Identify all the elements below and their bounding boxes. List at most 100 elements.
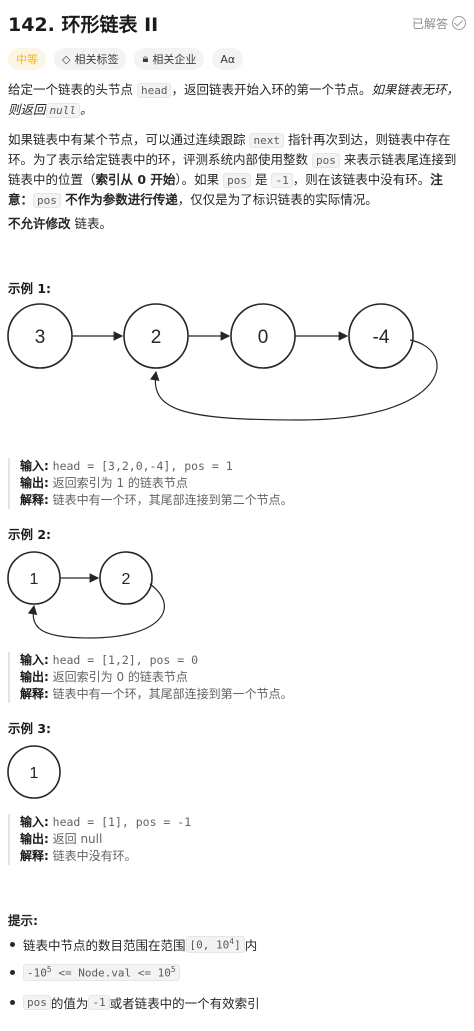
constraints-title: 提示: [8, 913, 38, 928]
explain-value: 链表中有一个环，其尾部连接到第二个节点。 [52, 493, 293, 507]
text: 是 [251, 172, 272, 187]
cycle-arrow [27, 583, 165, 639]
explain-label: 解释: [20, 493, 49, 507]
companies-label: 相关企业 [152, 53, 197, 66]
text: 来表示链表尾连接到链表中的位置（ [8, 152, 457, 187]
text: 内 [244, 938, 258, 953]
input-value: head = [1,2], pos = 0 [52, 653, 199, 667]
code-next: next [249, 133, 284, 148]
text: 。 [80, 102, 93, 117]
explain-label: 解释: [20, 687, 49, 701]
description-paragraph-2: 如果链表中有某个节点，可以通过连续跟踪 next 指针再次到达，则链表中存在环。… [8, 130, 466, 210]
code-head: head [136, 83, 172, 98]
node-value: 2 [151, 327, 162, 348]
text: 给定一个链表的头节点 [8, 82, 137, 97]
text: 或者链表中的一个有效索引 [109, 996, 260, 1011]
solved-status: 已解答 [412, 15, 466, 32]
text: ，则在该链表中没有环。 [292, 172, 431, 187]
explain-value: 链表中没有环。 [52, 849, 137, 863]
node-value: 1 [30, 765, 39, 782]
example-1-title: 示例 1: [8, 281, 52, 296]
superscript: 5 [170, 965, 176, 974]
node-value: -4 [373, 327, 390, 348]
text: 如果链表中有某个节点，可以通过连续跟踪 [8, 132, 250, 147]
example-1-io: 输入: head = [3,2,0,-4], pos = 1 输出: 返回索引为… [8, 458, 448, 509]
text-bold: 索引从 0 开始 [95, 172, 176, 187]
list-item: -105 <= Node.val <= 105 [8, 964, 180, 981]
explain-label: 解释: [20, 849, 49, 863]
title-row: 142. 环形链表 II 已解答 [8, 8, 466, 38]
output-value: 返回索引为 0 的链表节点 [52, 670, 188, 684]
cycle-arrow [149, 339, 438, 421]
bullet-icon [10, 969, 15, 975]
example-3-diagram: 1 [7, 745, 61, 799]
input-label: 输入: [20, 815, 49, 829]
list-node-circle [7, 745, 61, 799]
tag-row: 中等 ◇ 相关标签 🔒︎ 相关企业 Aα [8, 48, 244, 70]
code-null: null [45, 103, 81, 118]
text: 指针再次到达，则链表中存在环。为了表示给定链表中的环，评测系统内部使用整数 [8, 132, 451, 167]
topics-label: 相关标签 [74, 53, 119, 66]
text-italic: 如果链表无环，则返回 [8, 82, 460, 117]
input-label: 输入: [20, 459, 49, 473]
check-circle-icon [452, 16, 466, 30]
description-paragraph-3: 不允许修改 链表。 [8, 214, 466, 233]
font-toggle-button[interactable]: Aα [212, 48, 244, 70]
output-value: 返回索引为 1 的链表节点 [52, 476, 188, 490]
example-1-diagram: 3 2 0 -4 [7, 303, 438, 421]
text-bold: 不作为参数进行传递 [60, 192, 178, 207]
output-label: 输出: [20, 832, 49, 846]
node-value: 1 [30, 571, 39, 588]
list-node-circle [99, 551, 153, 605]
input-value: head = [1], pos = -1 [52, 815, 192, 829]
output-label: 输出: [20, 476, 49, 490]
code-range: [0, 104] [185, 936, 245, 953]
example-2-diagram: 1 2 [7, 551, 165, 639]
code-pos: pos [33, 193, 61, 208]
superscript: 4 [229, 937, 235, 947]
superscript: 5 [46, 965, 52, 974]
code-neg-one: -1 [88, 995, 110, 1010]
topics-tag-button[interactable]: ◇ 相关标签 [54, 48, 127, 70]
input-value: head = [3,2,0,-4], pos = 1 [52, 459, 233, 473]
node-value: 2 [122, 571, 131, 588]
text: ，仅仅是为了标识链表的实际情况。 [177, 192, 378, 207]
list-item: pos 的值为 -1 或者链表中的一个有效索引 [8, 993, 260, 1012]
text: <= Node.val <= 10 [51, 966, 171, 980]
text: 链表中节点的数目范围在范围 [23, 938, 186, 953]
input-label: 输入: [20, 653, 49, 667]
text: 的值为 [50, 996, 89, 1011]
example-3-io: 输入: head = [1], pos = -1 输出: 返回 null 解释:… [8, 814, 448, 865]
code-pos: pos [23, 995, 51, 1010]
lock-icon: 🔒︎ [142, 52, 149, 65]
text: ，返回链表开始入环的第一个节点。 [171, 82, 372, 97]
bullet-icon [10, 942, 15, 947]
code-neg-one: -1 [271, 173, 293, 188]
text: ] [234, 938, 241, 952]
solved-label: 已解答 [411, 16, 448, 31]
output-label: 输出: [20, 670, 49, 684]
problem-title: 142. 环形链表 II [8, 13, 159, 36]
text: -10 [27, 966, 47, 980]
example-3-title: 示例 3: [8, 721, 52, 736]
bullet-icon [10, 1000, 15, 1005]
code-pos: pos [311, 153, 340, 168]
text: ）。如果 [175, 172, 224, 187]
description-paragraph-1: 给定一个链表的头节点 head，返回链表开始入环的第一个节点。如果链表无环，则返… [8, 80, 466, 120]
text-bold: 不允许修改 [8, 216, 71, 231]
companies-tag-button[interactable]: 🔒︎ 相关企业 [134, 48, 205, 70]
difficulty-badge[interactable]: 中等 [8, 48, 46, 70]
example-2-io: 输入: head = [1,2], pos = 0 输出: 返回索引为 0 的链… [8, 652, 448, 703]
list-node-circle [348, 303, 414, 369]
text: [0, 10 [189, 938, 230, 952]
note-label: 注意： [8, 172, 443, 207]
explain-value: 链表中有一个环，其尾部连接到第一个节点。 [52, 687, 293, 701]
node-value: 3 [35, 327, 46, 348]
text: 链表。 [70, 216, 112, 231]
list-item: 链表中节点的数目范围在范围 [0, 104] 内 [8, 935, 257, 954]
tag-icon: ◇ [62, 52, 71, 66]
output-value: 返回 null [52, 832, 103, 846]
code-pos: pos [223, 173, 252, 188]
code-val-range: -105 <= Node.val <= 105 [23, 964, 180, 981]
